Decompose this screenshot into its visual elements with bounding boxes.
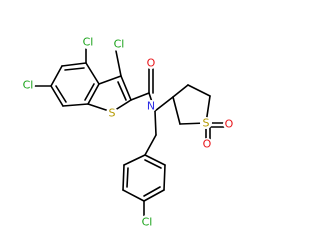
chlorine-para-label: Cl bbox=[140, 215, 154, 229]
svg-text:O: O bbox=[203, 138, 212, 151]
bond-ch2-aryl bbox=[144, 134, 157, 156]
bond-aryl-4 bbox=[143, 189, 165, 202]
bond-aryl-2-inner bbox=[126, 167, 129, 188]
svg-text:S: S bbox=[203, 117, 210, 130]
bond-c3a-c4 bbox=[85, 62, 100, 85]
svg-text:S: S bbox=[109, 107, 116, 120]
bond-aryl-4-inner bbox=[143, 186, 161, 197]
bond-c7-c7a bbox=[62, 103, 89, 107]
bond-c3-c2 bbox=[120, 75, 132, 101]
carbonyl-oxygen-label: O bbox=[145, 57, 157, 70]
chlorine-4-label: Cl bbox=[81, 35, 95, 49]
bond-c6-c7 bbox=[50, 85, 64, 107]
chlorine-6-label: Cl bbox=[21, 78, 35, 92]
bond-n-benzyl-ch2 bbox=[154, 110, 157, 136]
bond-sulfolane-1 bbox=[172, 84, 189, 98]
bond-c4-c5 bbox=[61, 62, 87, 67]
bond-c7a-c3a-inner bbox=[84, 83, 95, 101]
bond-c7a-c3a bbox=[87, 83, 100, 105]
bond-sulfolane-5 bbox=[172, 96, 181, 125]
svg-text:Cl: Cl bbox=[142, 216, 153, 229]
bond-c3a-c3 bbox=[98, 75, 122, 85]
bond-c4-c5-inner bbox=[64, 67, 85, 71]
bond-aryl-2 bbox=[122, 164, 125, 191]
bond-c3-cl bbox=[115, 50, 122, 77]
bond-n-ring-ch bbox=[154, 96, 174, 112]
bond-aryl-3 bbox=[122, 189, 145, 202]
svg-text:Cl: Cl bbox=[23, 79, 34, 92]
bond-sulfolane-2 bbox=[187, 84, 211, 97]
bond-aryl-6-inner bbox=[144, 159, 162, 169]
molecule-structure: Cl Cl Cl S O N S O bbox=[21, 35, 235, 229]
chlorine-3-label: Cl bbox=[112, 37, 126, 51]
amide-nitrogen-label: N bbox=[145, 100, 157, 113]
svg-text:O: O bbox=[147, 57, 156, 70]
bonds bbox=[29, 43, 226, 221]
svg-text:O: O bbox=[225, 118, 234, 131]
sulfone-sulfur-label: S bbox=[200, 117, 212, 130]
bond-c2-carbonyl bbox=[130, 92, 150, 101]
sulfone-oxygen-1-label: O bbox=[223, 118, 235, 131]
svg-text:Cl: Cl bbox=[114, 38, 125, 51]
svg-text:Cl: Cl bbox=[83, 36, 94, 49]
bond-c3-c2-inner bbox=[117, 81, 127, 101]
bond-aryl-6 bbox=[144, 154, 166, 166]
atom-labels: Cl Cl Cl S O N S O bbox=[21, 35, 235, 229]
bond-aryl-1 bbox=[123, 154, 146, 166]
bond-aryl-5 bbox=[163, 164, 166, 191]
sulfone-oxygen-2-label: O bbox=[201, 138, 213, 151]
bond-c6-c7-inner bbox=[55, 85, 67, 103]
bond-c5-c6 bbox=[50, 65, 63, 87]
thiophene-sulfur-label: S bbox=[106, 107, 118, 120]
svg-text:N: N bbox=[147, 100, 155, 113]
